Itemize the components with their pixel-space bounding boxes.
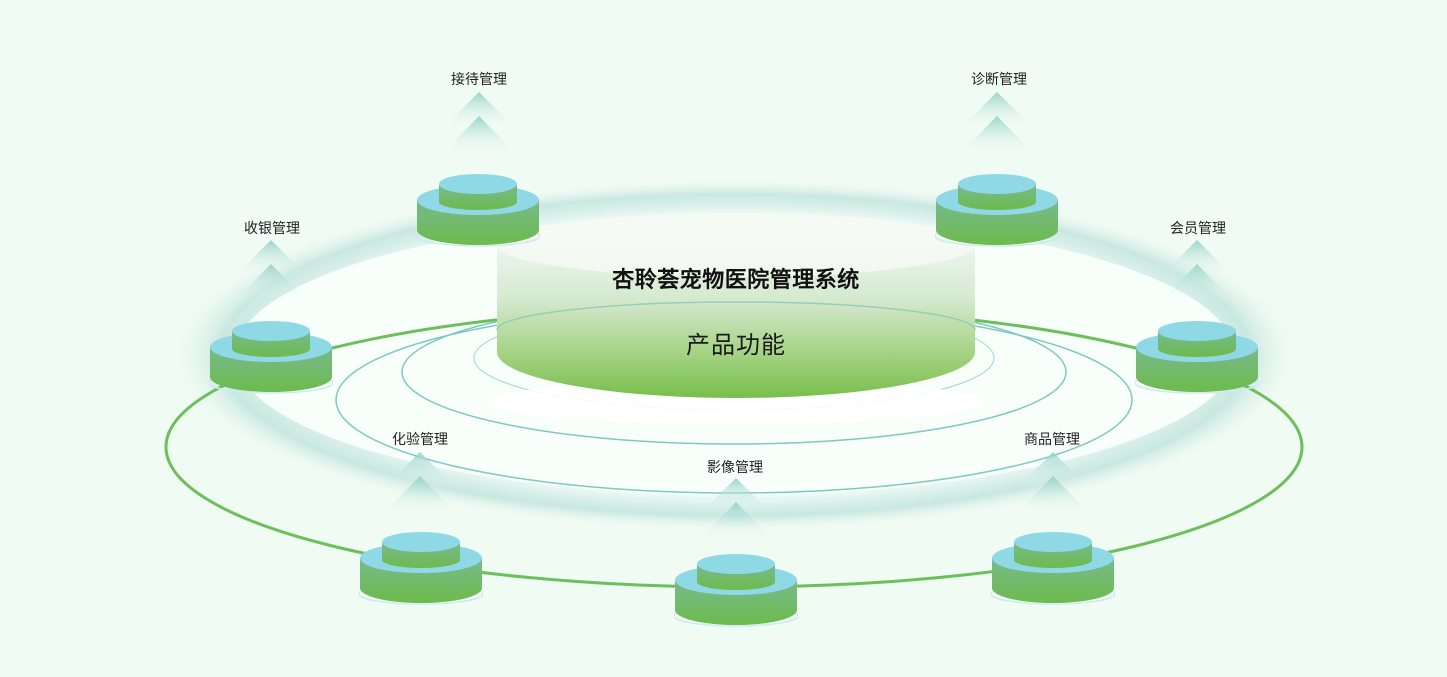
system-title: 杏聆荟宠物医院管理系统 bbox=[612, 268, 860, 293]
module-node-imaging[interactable] bbox=[674, 550, 798, 630]
module-label-lab: 化验管理 bbox=[392, 432, 448, 448]
module-label-member: 会员管理 bbox=[1170, 221, 1226, 237]
chevron-up-icon bbox=[444, 92, 514, 152]
chevron-up-icon bbox=[701, 478, 771, 538]
module-label-reception: 接待管理 bbox=[451, 72, 507, 88]
chevron-up-icon bbox=[962, 92, 1032, 152]
cylinder-icon bbox=[1135, 321, 1259, 394]
module-label-cashier: 收银管理 bbox=[244, 221, 300, 237]
module-label-product: 商品管理 bbox=[1024, 432, 1080, 448]
module-node-product[interactable] bbox=[991, 528, 1115, 608]
chevron-up-icon bbox=[385, 452, 455, 512]
cylinder-icon bbox=[991, 532, 1115, 605]
cylinder-icon bbox=[416, 174, 540, 247]
module-node-member[interactable] bbox=[1135, 317, 1259, 397]
chevron-up-icon bbox=[1018, 452, 1088, 512]
module-node-lab[interactable] bbox=[359, 528, 483, 608]
section-subtitle: 产品功能 bbox=[686, 331, 786, 359]
cylinder-icon bbox=[209, 321, 333, 394]
cylinder-icon bbox=[359, 532, 483, 605]
cylinder-icon bbox=[674, 554, 798, 627]
module-node-reception[interactable] bbox=[416, 170, 540, 250]
chevron-up-icon bbox=[1162, 240, 1232, 300]
chevron-up-icon bbox=[236, 240, 306, 300]
module-node-diagnosis[interactable] bbox=[935, 170, 1059, 250]
module-label-diagnosis: 诊断管理 bbox=[971, 72, 1027, 88]
cylinder-icon bbox=[935, 174, 1059, 247]
module-label-imaging: 影像管理 bbox=[707, 460, 763, 476]
module-node-cashier[interactable] bbox=[209, 317, 333, 397]
